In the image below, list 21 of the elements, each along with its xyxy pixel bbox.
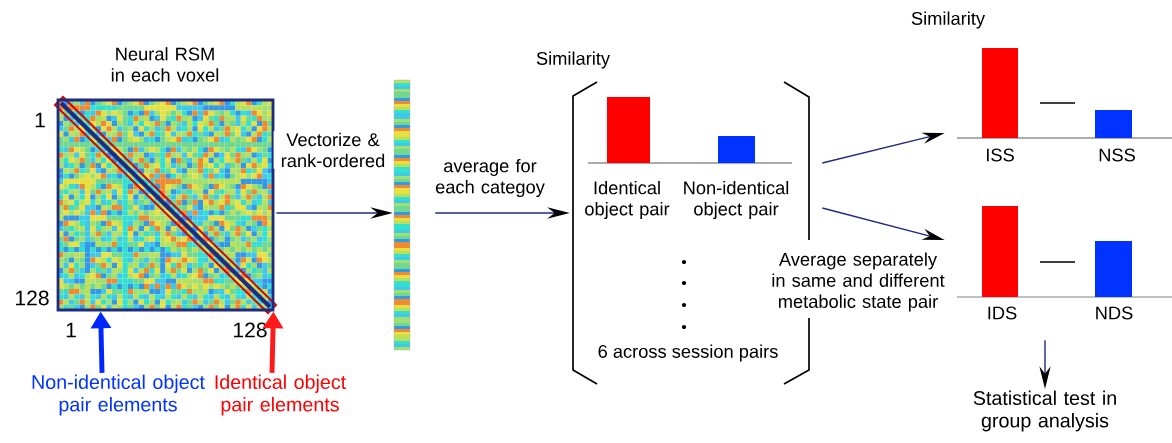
- axis-number: 1: [66, 322, 76, 338]
- heading: Similarity: [536, 51, 610, 69]
- axis-number: 128: [234, 322, 267, 338]
- edge-label: average for each categoy: [428, 157, 552, 199]
- bar-label: NDS: [1096, 306, 1133, 320]
- result-text: Statistical test in group analysis: [973, 390, 1116, 432]
- bar-label: Non-identical object pair: [684, 180, 789, 220]
- edge-label: Vectorize & rank-ordered: [273, 131, 393, 169]
- heading: Neural RSM in each voxel: [111, 47, 219, 82]
- bar-label: Identical object pair: [585, 180, 670, 220]
- axis-number: 128: [16, 290, 49, 306]
- bar-label: ISS: [987, 148, 1014, 162]
- axis-number: 1: [35, 112, 45, 128]
- note: Average separately in same and different metabolic state pair: [764, 251, 952, 313]
- vector-bar: [393, 79, 411, 351]
- note: 6 across session pairs: [598, 344, 778, 362]
- annotation-text: Identical object pair elements: [215, 374, 347, 416]
- heading: Similarity: [911, 11, 986, 29]
- bar-label: NSS: [1099, 148, 1135, 162]
- bar-label: IDS: [988, 306, 1017, 320]
- annotation-text: Non-identical object pair elements: [32, 374, 205, 416]
